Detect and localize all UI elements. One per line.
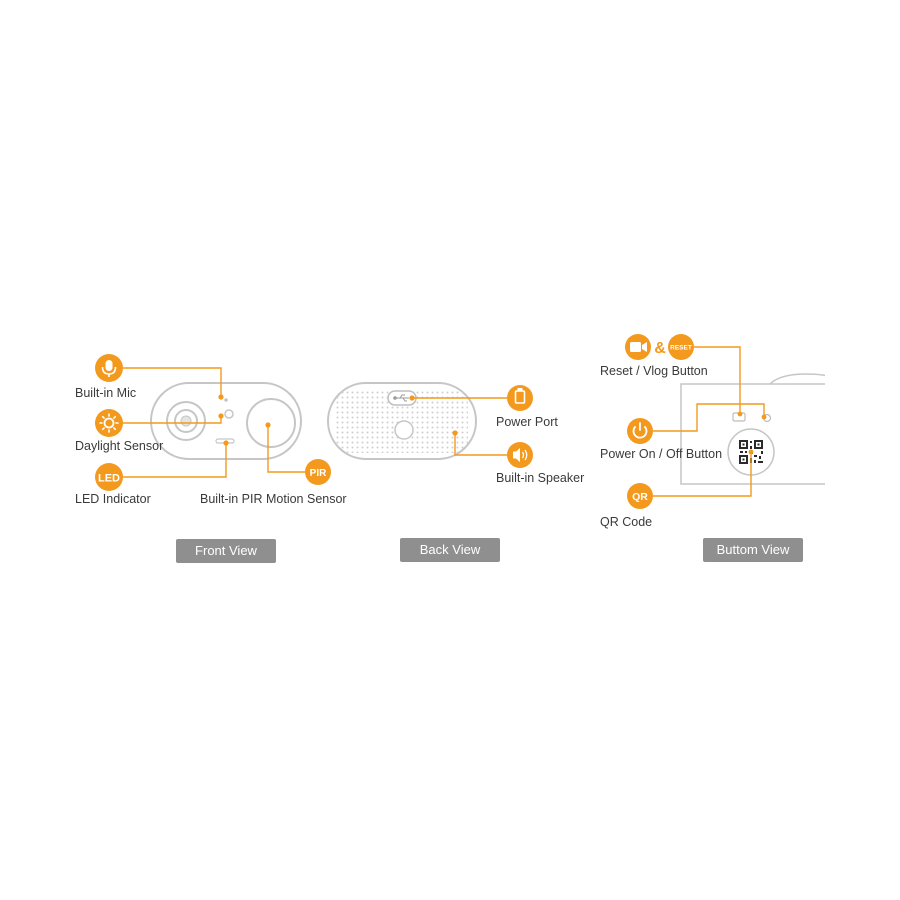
label-led-indicator: LED Indicator — [75, 492, 151, 506]
bottom-view-button[interactable]: Buttom View — [703, 538, 803, 562]
label-built-in-speaker: Built-in Speaker — [496, 471, 585, 485]
back-view-group — [327, 382, 533, 468]
usb-plug-icon — [507, 385, 533, 411]
camera-lens — [166, 401, 206, 441]
qr-badge: QR — [627, 483, 653, 509]
video-camera-icon — [625, 334, 651, 360]
label-pir-motion-sensor: Built-in PIR Motion Sensor — [200, 492, 347, 506]
power-icon — [627, 418, 653, 444]
label-qr-code: QR Code — [600, 515, 653, 529]
microphone-icon — [95, 354, 123, 382]
front-view-button[interactable]: Front View — [176, 539, 276, 563]
bottom-view-group: & RESET QR — [625, 334, 900, 509]
speaker-icon — [507, 442, 533, 468]
label-power-on-off-button: Power On / Off Button — [600, 447, 723, 461]
bottom-leader-lines — [653, 346, 765, 497]
bottom-leader-dots — [737, 411, 767, 455]
pir-badge: PIR — [305, 459, 331, 485]
reset-badge: RESET — [668, 334, 694, 360]
svg-text:QR: QR — [632, 491, 648, 503]
usb-symbol-icon — [393, 394, 409, 402]
pir-sensor — [246, 398, 296, 448]
front-leader-dots — [218, 394, 271, 446]
front-view-group: LED PIR — [95, 354, 331, 491]
mount-hole — [394, 420, 414, 440]
led-badge: LED — [95, 463, 123, 491]
label-built-in-mic: Built-in Mic — [75, 386, 137, 400]
back-leader-lines — [412, 397, 520, 456]
ampersand: & — [654, 340, 666, 357]
mic-hole — [224, 398, 228, 402]
svg-text:LED: LED — [98, 473, 120, 485]
svg-text:PIR: PIR — [310, 468, 327, 479]
svg-text:RESET: RESET — [670, 345, 692, 352]
daylight-sensor — [224, 409, 234, 419]
label-power-port: Power Port — [496, 415, 558, 429]
sun-icon — [95, 409, 123, 437]
label-reset-vlog-button: Reset / Vlog Button — [600, 364, 708, 378]
back-leader-dots — [409, 395, 458, 436]
back-view-button[interactable]: Back View — [400, 538, 500, 562]
label-daylight-sensor: Daylight Sensor — [75, 439, 164, 453]
